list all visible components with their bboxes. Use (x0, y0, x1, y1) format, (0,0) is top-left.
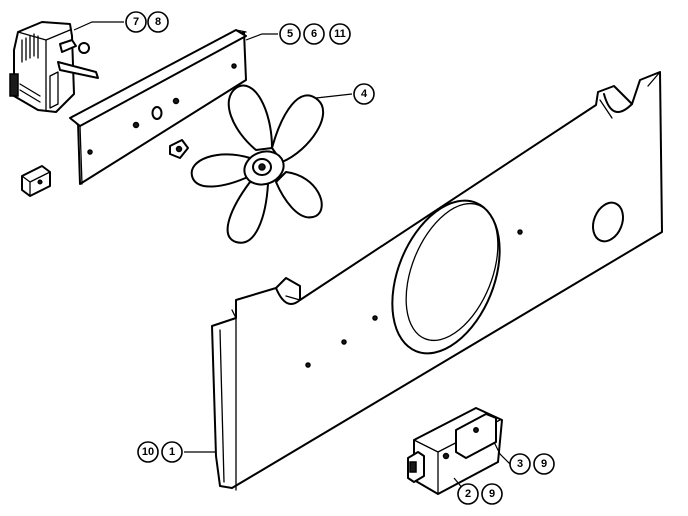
callout-11: 11 (329, 23, 351, 45)
callout-6: 6 (303, 23, 325, 45)
callout-label: 7 (133, 16, 139, 28)
callout-5: 5 (279, 23, 301, 45)
callout-1: 1 (161, 441, 183, 463)
fan-motor (9, 21, 99, 113)
callout-7: 7 (125, 11, 147, 33)
back-panel (211, 71, 663, 491)
nut (169, 139, 189, 159)
callout-label: 6 (311, 28, 317, 40)
switch (407, 407, 503, 495)
callout-2: 2 (457, 483, 479, 505)
callout-label: 8 (155, 16, 161, 28)
callout-label: 4 (361, 88, 368, 100)
callout-3: 3 (509, 453, 531, 475)
fan-bracket (69, 29, 247, 185)
callout-label: 10 (142, 446, 154, 458)
callout-9-top: 9 (533, 453, 555, 475)
callout-8: 8 (147, 11, 169, 33)
callout-10: 10 (137, 441, 159, 463)
callout-label: 2 (465, 488, 471, 500)
callout-label: 9 (489, 488, 495, 500)
callout-label: 9 (541, 458, 547, 470)
fan-blade (190, 84, 325, 244)
callout-label: 3 (517, 458, 523, 470)
callout-9-bottom: 9 (481, 483, 503, 505)
callout-4: 4 (353, 83, 375, 105)
callout-label: 11 (334, 28, 346, 40)
callout-label: 1 (169, 446, 175, 458)
callout-label: 5 (287, 28, 293, 40)
clip (21, 165, 51, 197)
